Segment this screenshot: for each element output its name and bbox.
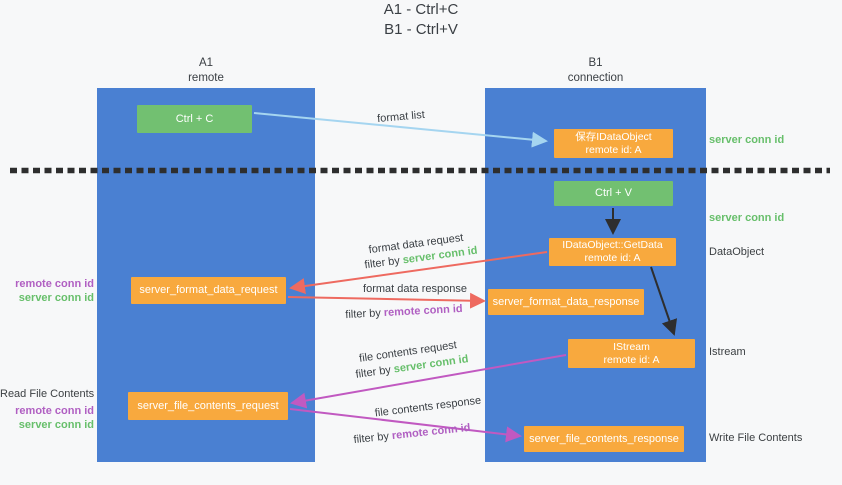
lifeline-a1-name: A1 (198, 57, 214, 69)
annotation-istream: Istream (709, 346, 746, 358)
annotation-file-server-conn-id: server conn id (18, 419, 94, 431)
idataobject-getdata-box: IDataObject::GetData remote id: A (549, 238, 676, 266)
lifeline-b1-name: B1 (588, 57, 603, 69)
lifeline-b1-role: connection (567, 72, 624, 84)
ctrl-v-label: Ctrl + V (595, 187, 632, 199)
filter-by-text: filter by (345, 307, 382, 322)
label-format-data-response: format data response (363, 283, 467, 295)
annotation-file-remote-conn-id: remote conn id (15, 405, 94, 417)
ctrl-v-event-box: Ctrl + V (554, 181, 673, 206)
istream-line1: IStream (613, 340, 650, 353)
label-file-contents-response: file contents response (374, 394, 482, 420)
label-file-response-filter: filter by remote conn id (353, 422, 471, 446)
save-idataobject-box: 保存IDataObject remote id: A (554, 129, 673, 158)
annotation-save-server-conn-id: server conn id (709, 134, 785, 146)
lifeline-a1-role: remote (188, 72, 224, 84)
annotation-format-remote-conn-id: remote conn id (15, 278, 94, 290)
annotation-write-file-contents: Write File Contents (709, 432, 803, 444)
save-idataobject-line2: remote id: A (585, 143, 642, 156)
annotation-read-file-contents: Read File Contents (0, 388, 95, 400)
format-response-label: server_format_data_response (492, 295, 640, 308)
getdata-line2: remote id: A (584, 252, 641, 264)
getdata-line1: IDataObject::GetData (562, 239, 663, 251)
arrow-format-data-response (287, 292, 486, 309)
lifeline-header-b1: B1 connection (485, 56, 706, 86)
annotation-format-server-conn-id: server conn id (18, 292, 94, 304)
title-line-ctrl-c: A1 - Ctrl+C (383, 1, 459, 18)
diagram-title: A1 - Ctrl+C B1 - Ctrl+V (0, 0, 842, 40)
save-idataobject-line1: 保存IDataObject (575, 130, 652, 143)
istream-box: IStream remote id: A (568, 339, 695, 368)
ctrl-c-label: Ctrl + C (175, 112, 214, 125)
filter-by-text: filter by (363, 254, 401, 272)
istream-line2: remote id: A (603, 353, 660, 366)
ctrl-c-event-box: Ctrl + C (137, 105, 252, 133)
label-format-response-filter: filter by remote conn id (345, 303, 463, 321)
file-request-label: server_file_contents_request (137, 399, 279, 412)
lifeline-header-a1: A1 remote (97, 56, 315, 86)
title-line-ctrl-v: B1 - Ctrl+V (384, 21, 458, 38)
server-file-contents-response-box: server_file_contents_response (524, 426, 684, 452)
server-format-data-request-box: server_format_data_request (131, 277, 286, 304)
server-file-contents-request-box: server_file_contents_request (128, 392, 288, 420)
remote-conn-id-text: remote conn id (383, 302, 463, 320)
annotation-dataobject: DataObject (709, 246, 765, 258)
label-format-list: format list (376, 108, 426, 126)
file-response-label: server_file_contents_response (529, 432, 679, 445)
filter-by-text: filter by (354, 364, 392, 381)
remote-conn-id-text: remote conn id (391, 421, 471, 443)
format-request-label: server_format_data_request (139, 284, 278, 296)
server-format-data-response-box: server_format_data_response (488, 289, 644, 315)
filter-by-text: filter by (353, 430, 390, 447)
annotation-paste-server-conn-id: server conn id (709, 212, 785, 224)
